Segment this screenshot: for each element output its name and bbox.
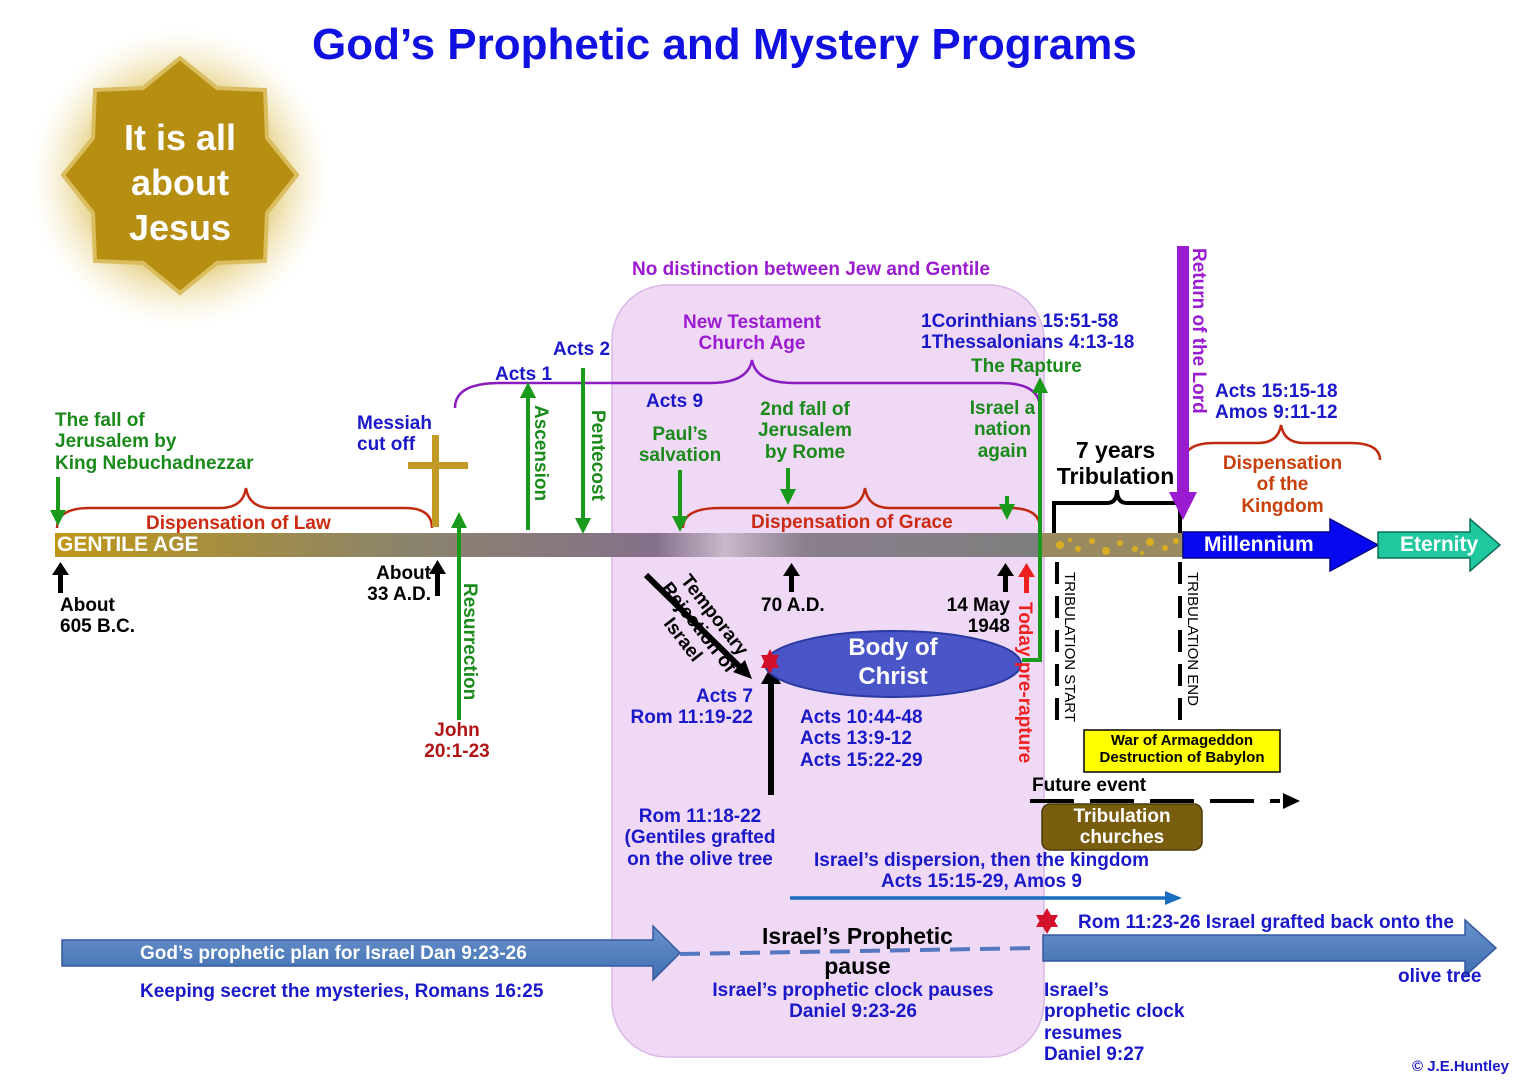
today-label: Today pre-rapture — [1014, 602, 1035, 764]
law-brace — [55, 487, 434, 529]
no-distinction-label: No distinction between Jew and Gentile — [632, 259, 990, 280]
pentecost-label: Pentecost — [587, 410, 608, 501]
grace-brace — [681, 487, 1042, 529]
page-title: God’s Prophetic and Mystery Programs — [312, 20, 1137, 69]
star-of-david-icon — [761, 649, 1058, 934]
acts1-label: Acts 1 — [495, 364, 553, 385]
law-label: Dispensation of Law — [146, 513, 331, 534]
date-70ad: 70 A.D. — [761, 595, 825, 616]
rapture-label: The Rapture — [971, 356, 1082, 377]
grafted-back-arrow — [1042, 918, 1498, 978]
resurrection-label: Resurrection — [459, 583, 480, 701]
ascension-label: Ascension — [530, 405, 551, 502]
millennium-label: Millennium — [1204, 533, 1314, 556]
eternity-label: Eternity — [1400, 533, 1479, 556]
cross-icon — [432, 435, 439, 527]
prophetic-plan-label: God’s prophetic plan for Israel Dan 9:23… — [140, 943, 527, 964]
olive-tree-label: olive tree — [1398, 966, 1482, 987]
return-lord-label: Return of the Lord — [1188, 248, 1209, 414]
rejection-arrow — [643, 572, 748, 675]
kingdom-brace — [1183, 424, 1382, 461]
acts9-label: Acts 9 — [646, 391, 704, 412]
star-badge-shape — [60, 55, 300, 296]
keeping-secret-label: Keeping secret the mysteries, Romans 16:… — [140, 981, 544, 1002]
trib-end-label: TRIBULATION END — [1184, 572, 1201, 706]
trib-start-label: TRIBULATION START — [1061, 572, 1078, 723]
trib-churches-box — [1041, 803, 1203, 851]
acts2-label: Acts 2 — [553, 339, 611, 360]
eternity-arrow — [1377, 517, 1502, 573]
gentile-age-label: GENTILE AGE — [57, 533, 199, 556]
return-lord-arrow — [1177, 246, 1189, 494]
grafted-back-label: Rom 11:23-26 Israel grafted back onto th… — [1078, 912, 1454, 933]
grace-label: Dispensation of Grace — [751, 512, 953, 533]
future-event-label: Future event — [1032, 775, 1147, 796]
prophetic-plan-arrow — [61, 924, 682, 982]
tribulation-bracket — [1052, 489, 1182, 540]
millennium-arrow — [1182, 517, 1380, 573]
church-age-brace — [453, 359, 1042, 409]
rapture-arrow — [1022, 377, 1048, 662]
gentile-age-bar — [55, 533, 1055, 557]
armageddon-box — [1083, 729, 1281, 773]
copyright-label: © J.E.Huntley — [1412, 1058, 1509, 1075]
